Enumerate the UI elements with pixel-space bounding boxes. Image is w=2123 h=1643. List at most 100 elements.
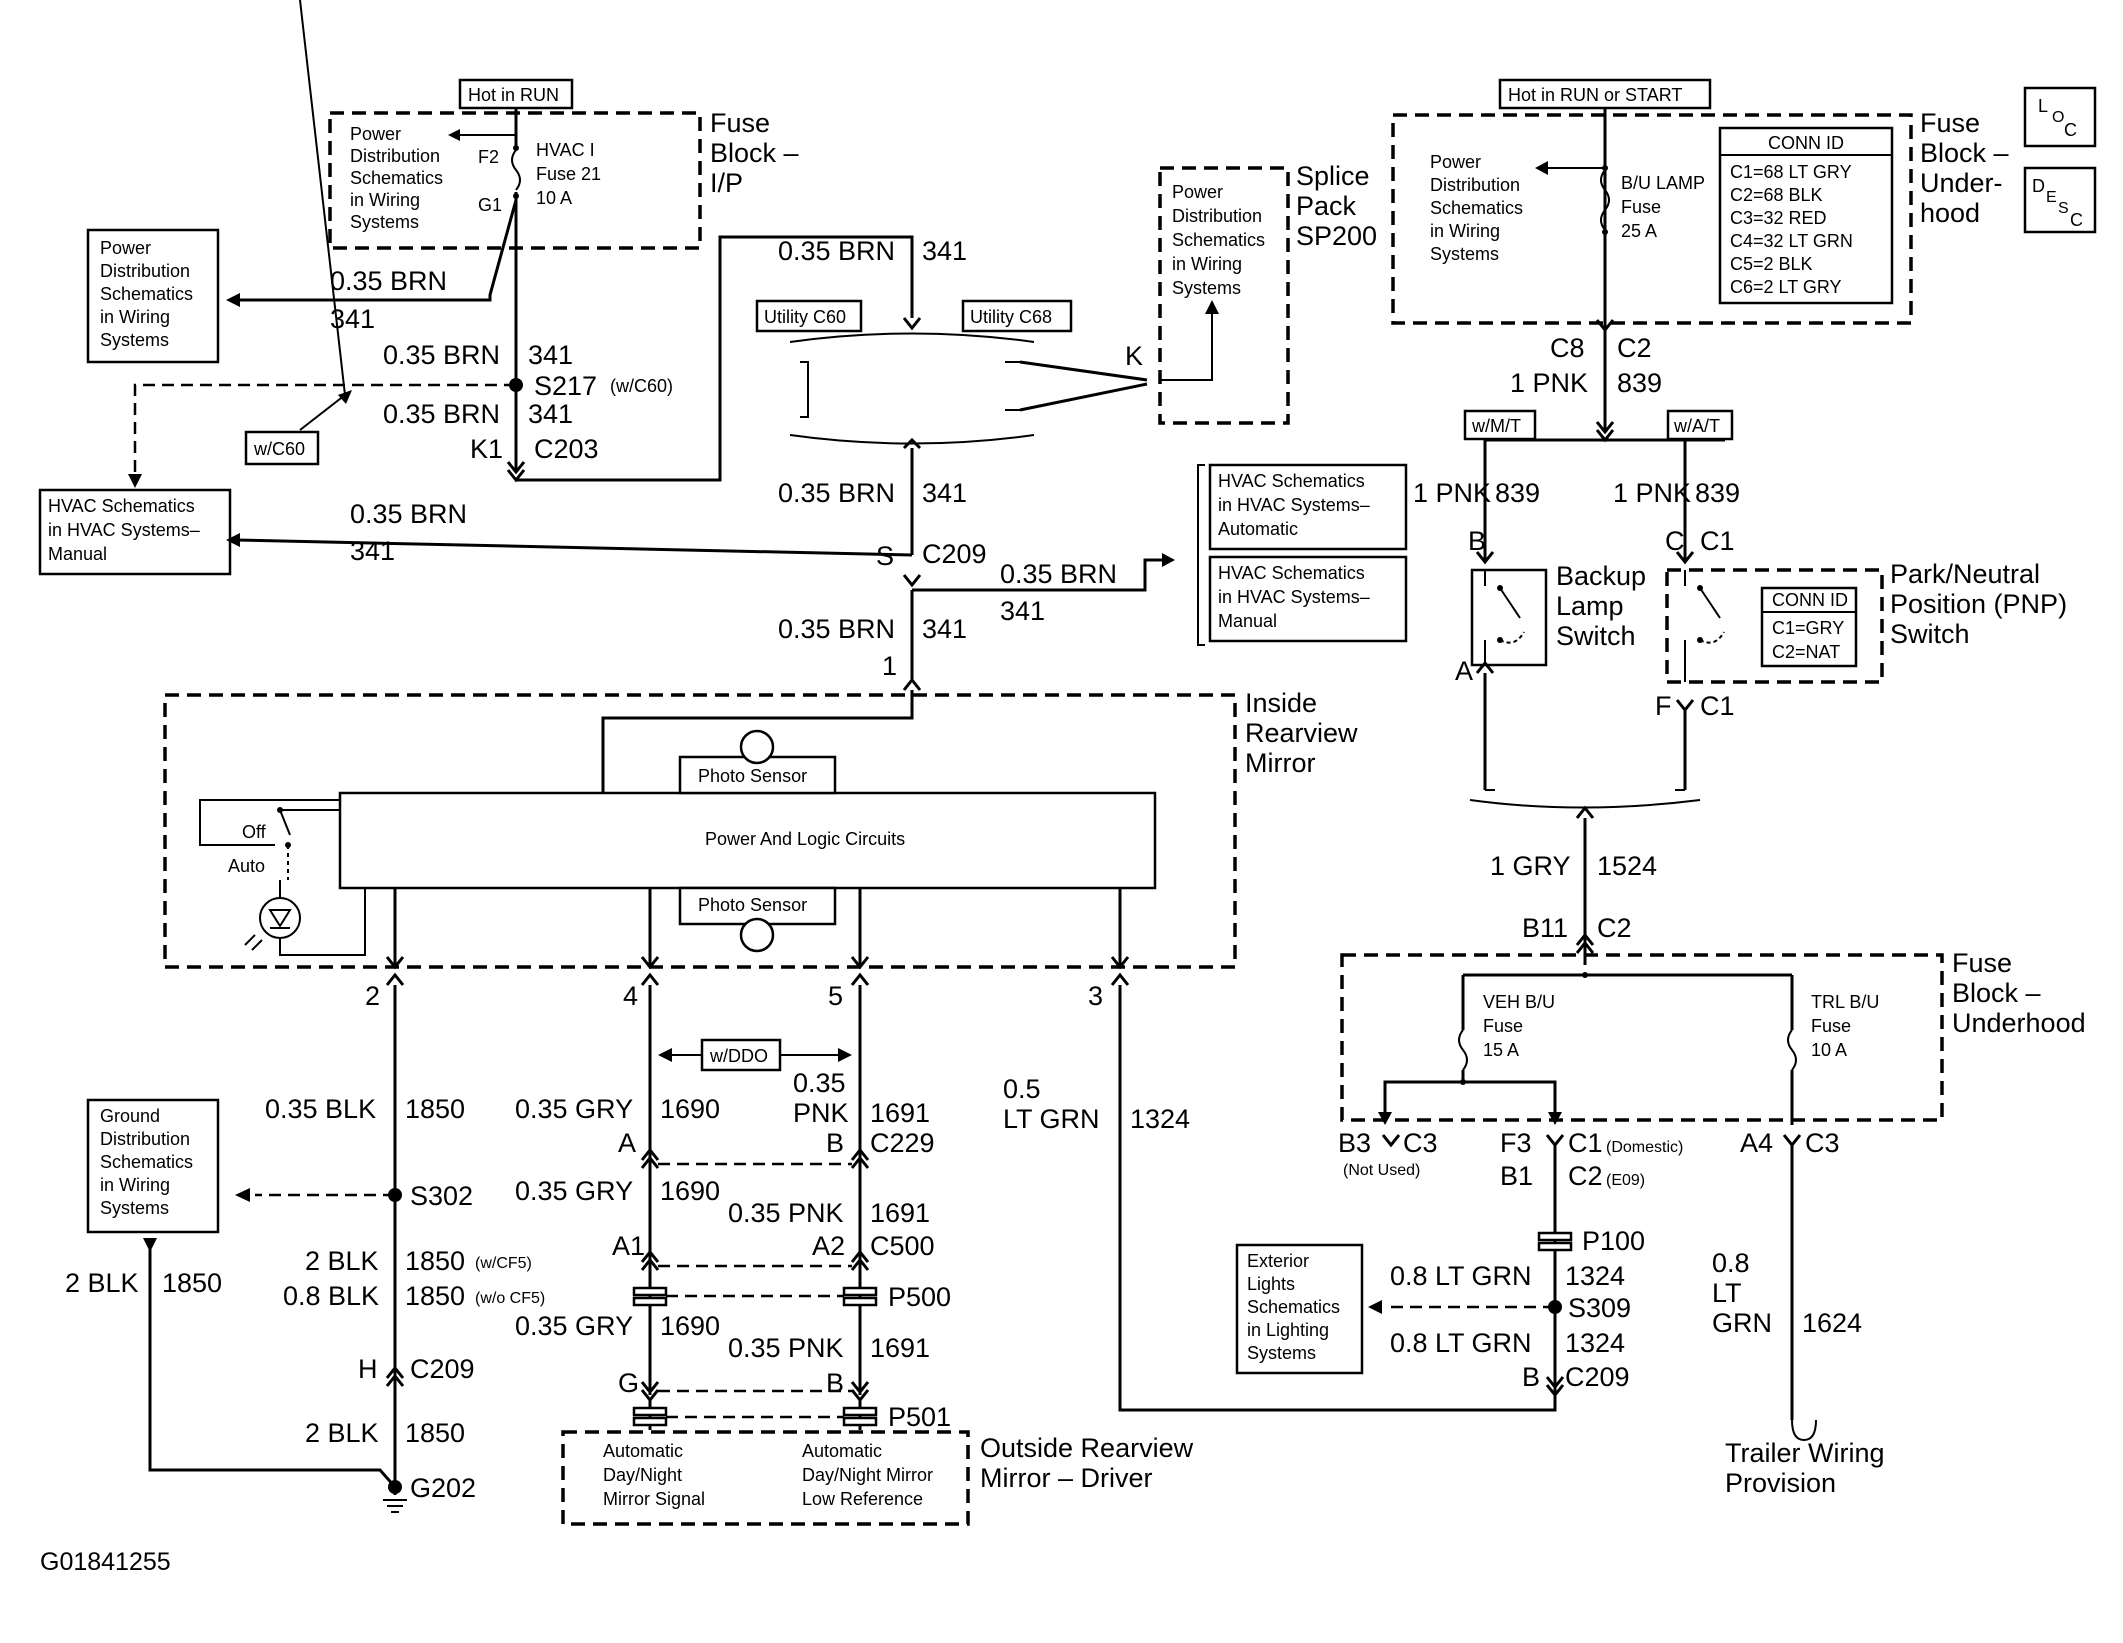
svg-text:Utility C60: Utility C60 <box>764 307 846 327</box>
svg-text:1324: 1324 <box>1565 1261 1625 1291</box>
svg-text:Splice: Splice <box>1296 161 1370 191</box>
svg-text:5: 5 <box>828 981 843 1011</box>
svg-text:B: B <box>826 1128 844 1158</box>
svg-text:in Wiring: in Wiring <box>1430 221 1500 241</box>
svg-text:C: C <box>2064 120 2077 140</box>
svg-text:341: 341 <box>922 614 967 644</box>
svg-text:E: E <box>2046 189 2057 206</box>
svg-text:Fuse: Fuse <box>1811 1016 1851 1036</box>
svg-text:C209: C209 <box>922 539 987 569</box>
svg-text:10 A: 10 A <box>536 188 572 208</box>
svg-text:Systems: Systems <box>350 212 419 232</box>
svg-text:C1=68 LT GRY: C1=68 LT GRY <box>1730 162 1852 182</box>
svg-text:F3: F3 <box>1500 1128 1532 1158</box>
svg-text:Low Reference: Low Reference <box>802 1489 923 1509</box>
svg-text:0.35: 0.35 <box>793 1068 846 1098</box>
ground-distribution-box: Ground Distribution Schematics in Wiring… <box>86 1098 220 1234</box>
svg-text:Power: Power <box>350 124 401 144</box>
exterior-lights-box: Exterior Lights Schematics in Lighting S… <box>1235 1243 1364 1375</box>
svg-text:(Domestic): (Domestic) <box>1606 1139 1683 1156</box>
svg-text:w/M/T: w/M/T <box>1471 416 1521 436</box>
inside-rearview-mirror: Inside Rearview Mirror Power And Logic C… <box>163 688 1358 970</box>
svg-text:0.35 BRN: 0.35 BRN <box>383 399 500 429</box>
svg-text:w/DDO: w/DDO <box>709 1046 768 1066</box>
svg-text:in Wiring: in Wiring <box>1172 254 1242 274</box>
svg-text:0.35 BRN: 0.35 BRN <box>383 340 500 370</box>
svg-text:Day/Night: Day/Night <box>603 1465 682 1485</box>
svg-text:HVAC I: HVAC I <box>536 140 595 160</box>
svg-text:w/A/T: w/A/T <box>1673 416 1720 436</box>
svg-text:in Wiring: in Wiring <box>100 307 170 327</box>
svg-text:341: 341 <box>528 399 573 429</box>
svg-text:LT: LT <box>1712 1278 1742 1308</box>
svg-text:Outside Rearview: Outside Rearview <box>980 1433 1194 1463</box>
svg-text:G202: G202 <box>410 1473 476 1503</box>
svg-text:1850: 1850 <box>405 1094 465 1124</box>
svg-text:1: 1 <box>882 651 897 681</box>
svg-text:Distribution: Distribution <box>1430 175 1520 195</box>
svg-text:S309: S309 <box>1568 1293 1631 1323</box>
svg-text:Backup: Backup <box>1556 561 1646 591</box>
svg-text:Provision: Provision <box>1725 1468 1836 1498</box>
svg-text:VEH B/U: VEH B/U <box>1483 992 1555 1012</box>
svg-text:1850: 1850 <box>405 1418 465 1448</box>
svg-text:0.35 GRY: 0.35 GRY <box>515 1311 633 1341</box>
svg-text:K: K <box>1125 341 1143 371</box>
svg-text:1324: 1324 <box>1130 1104 1190 1134</box>
svg-text:(E09): (E09) <box>1606 1172 1645 1189</box>
svg-text:2 BLK: 2 BLK <box>65 1268 139 1298</box>
svg-text:C1: C1 <box>1700 691 1735 721</box>
svg-text:C1: C1 <box>1700 526 1735 556</box>
circuit-1324-right: P100 0.8 LT GRN 1324 S309 0.8 LT GRN 132… <box>1368 1145 1645 1398</box>
svg-text:C1: C1 <box>1568 1128 1603 1158</box>
svg-text:0.35 BRN: 0.35 BRN <box>778 236 895 266</box>
svg-text:C229: C229 <box>870 1128 935 1158</box>
svg-text:1691: 1691 <box>870 1333 930 1363</box>
svg-text:1 GRY: 1 GRY <box>1490 851 1571 881</box>
svg-text:CONN ID: CONN ID <box>1772 590 1848 610</box>
svg-text:839: 839 <box>1695 478 1740 508</box>
svg-text:in HVAC Systems–: in HVAC Systems– <box>1218 587 1370 607</box>
svg-text:C1=GRY: C1=GRY <box>1772 618 1844 638</box>
svg-text:15 A: 15 A <box>1483 1040 1519 1060</box>
svg-text:B/U LAMP: B/U LAMP <box>1621 173 1705 193</box>
svg-text:Power: Power <box>100 238 151 258</box>
circuit-1850: 0.35 BLK 1850 S302 2 BLK 1850 (w/CF5) 0.… <box>65 985 545 1513</box>
svg-text:0.8 LT GRN: 0.8 LT GRN <box>1390 1261 1532 1291</box>
svg-text:Exterior: Exterior <box>1247 1251 1309 1271</box>
pnp-switch: CONN ID C1=GRY C2=NAT Park/Neutral Posit… <box>1655 559 2067 790</box>
svg-text:341: 341 <box>350 536 395 566</box>
svg-text:Fuse 21: Fuse 21 <box>536 164 601 184</box>
svg-text:C8: C8 <box>1550 333 1585 363</box>
svg-text:in HVAC Systems–: in HVAC Systems– <box>48 520 200 540</box>
circuit-341-middle: 0.35 BRN 341 0.35 BRN 341 S C209 0.35 BR… <box>226 478 1175 691</box>
desc-icon: D E S C <box>2023 166 2097 234</box>
svg-text:Fuse: Fuse <box>1952 948 2012 978</box>
svg-text:1850: 1850 <box>162 1268 222 1298</box>
svg-text:A4: A4 <box>1740 1128 1773 1158</box>
svg-text:0.35 BRN: 0.35 BRN <box>330 266 447 296</box>
svg-text:hood: hood <box>1920 198 1980 228</box>
svg-text:0.35 BLK: 0.35 BLK <box>265 1094 376 1124</box>
svg-text:0.8 LT GRN: 0.8 LT GRN <box>1390 1328 1532 1358</box>
svg-text:w/C60: w/C60 <box>253 439 305 459</box>
svg-text:B: B <box>1468 526 1486 556</box>
svg-text:Switch: Switch <box>1556 621 1636 651</box>
svg-text:C4=32 LT GRN: C4=32 LT GRN <box>1730 231 1853 251</box>
svg-text:G: G <box>618 1368 639 1398</box>
loc-icon: L O C <box>2023 86 2097 148</box>
svg-text:0.35 BRN: 0.35 BRN <box>778 614 895 644</box>
svg-text:(w/CF5): (w/CF5) <box>475 1255 532 1272</box>
svg-text:P100: P100 <box>1582 1226 1645 1256</box>
svg-text:Park/Neutral: Park/Neutral <box>1890 559 2040 589</box>
svg-text:HVAC Schematics: HVAC Schematics <box>1218 471 1365 491</box>
svg-text:0.35 PNK: 0.35 PNK <box>728 1198 844 1228</box>
svg-text:P501: P501 <box>888 1402 951 1432</box>
svg-text:Block –: Block – <box>710 138 799 168</box>
svg-text:Schematics: Schematics <box>100 284 193 304</box>
outside-rearview-mirror: Automatic Day/Night Mirror Signal Automa… <box>561 1430 1194 1526</box>
circuits-1690-1691: w/DDO 0.35 GRY 1690 0.35 PNK 1691 A B C2… <box>515 985 951 1432</box>
svg-text:341: 341 <box>922 236 967 266</box>
svg-text:Hot in RUN or START: Hot in RUN or START <box>1508 85 1682 105</box>
